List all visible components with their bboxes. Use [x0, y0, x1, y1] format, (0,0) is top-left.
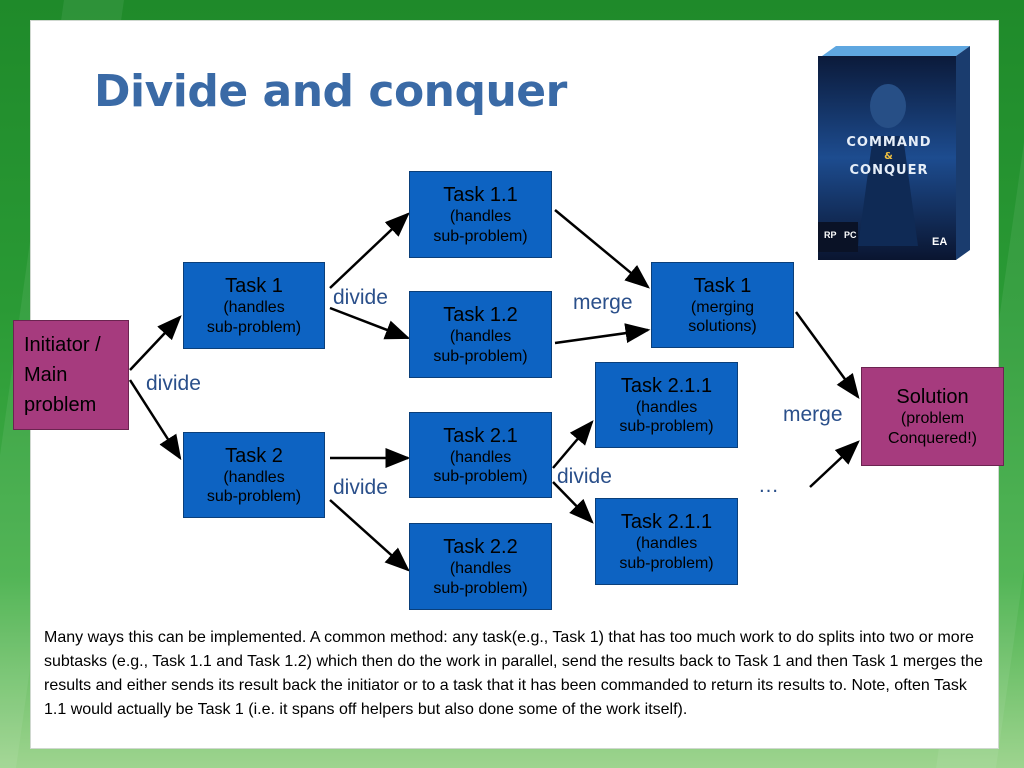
- initiator-line3: problem: [24, 394, 97, 416]
- solution-sub1: (problem: [900, 410, 965, 428]
- task1-merge-sub1: (merging: [690, 298, 755, 316]
- task211a-sub1: (handles: [635, 398, 698, 416]
- cover-rating: RP: [824, 230, 837, 240]
- solution-sub2: Conquered!): [888, 429, 977, 447]
- task21-box: Task 2.1 (handles sub-problem): [409, 412, 552, 498]
- task11-box: Task 1.1 (handles sub-problem): [409, 171, 552, 258]
- task11-sub1: (handles: [449, 208, 512, 226]
- cover-title-line2: CONQUER: [849, 163, 929, 178]
- solution-name: Solution: [896, 386, 969, 409]
- label-ellipsis: …: [758, 474, 779, 497]
- label-divide-task1: divide: [333, 286, 388, 309]
- label-divide-main: divide: [146, 372, 201, 395]
- task1-sub2: sub-problem): [206, 318, 302, 336]
- task211a-name: Task 2.1.1: [620, 374, 713, 397]
- task211b-box: Task 2.1.1 (handles sub-problem): [595, 498, 738, 585]
- task211a-box: Task 2.1.1 (handles sub-problem): [595, 362, 738, 448]
- task11-sub2: sub-problem): [433, 227, 528, 245]
- task22-box: Task 2.2 (handles sub-problem): [409, 523, 552, 610]
- task1-merge-sub2: solutions): [688, 318, 757, 335]
- task1-box: Task 1 (handles sub-problem): [183, 262, 325, 349]
- explanatory-note: Many ways this can be implemented. A com…: [44, 629, 983, 718]
- cover-ampersand: &: [884, 151, 894, 162]
- task21-sub1: (handles: [449, 448, 512, 466]
- task21-name: Task 2.1: [443, 424, 518, 447]
- task2-box: Task 2 (handles sub-problem): [183, 432, 325, 518]
- task21-sub2: sub-problem): [433, 468, 528, 485]
- initiator-box: Initiator / Main problem: [13, 320, 129, 430]
- task12-sub1: (handles: [449, 328, 512, 346]
- cover-platform-badge: PC: [844, 230, 857, 240]
- task1-merge-box: Task 1 (merging solutions): [651, 262, 794, 348]
- label-merge-solution: merge: [783, 403, 843, 426]
- label-merge-task1: merge: [573, 291, 633, 314]
- task2-name: Task 2: [225, 444, 283, 467]
- label-divide-task21: divide: [557, 465, 612, 488]
- task12-sub2: sub-problem): [433, 347, 528, 365]
- label-divide-task2: divide: [333, 476, 388, 499]
- task22-sub1: (handles: [449, 560, 512, 578]
- task1-sub1: (handles: [223, 299, 285, 317]
- task2-sub2: sub-problem): [206, 488, 302, 505]
- solution-box: Solution (problem Conquered!): [861, 367, 1004, 466]
- game-cover-image: COMMAND & CONQUER RP PC EA: [818, 46, 970, 260]
- task1-name: Task 1: [225, 275, 283, 298]
- task211b-sub2: sub-problem): [619, 554, 714, 572]
- task12-box: Task 1.2 (handles sub-problem): [409, 291, 552, 378]
- slide-title: Divide and conquer: [94, 66, 567, 117]
- task1-merge-name: Task 1: [693, 274, 752, 297]
- task22-name: Task 2.2: [443, 536, 518, 559]
- task11-name: Task 1.1: [443, 184, 518, 207]
- initiator-line2: Main: [24, 364, 68, 386]
- task12-name: Task 1.2: [443, 304, 518, 327]
- cover-publisher-logo: EA: [932, 236, 948, 248]
- cover-title-line1: COMMAND: [846, 135, 932, 150]
- task211b-name: Task 2.1.1: [620, 511, 713, 534]
- task22-sub2: sub-problem): [433, 579, 528, 597]
- task2-sub1: (handles: [223, 468, 285, 486]
- task211a-sub2: sub-problem): [619, 418, 714, 435]
- task211b-sub1: (handles: [635, 535, 698, 553]
- initiator-line1: Initiator /: [24, 334, 101, 356]
